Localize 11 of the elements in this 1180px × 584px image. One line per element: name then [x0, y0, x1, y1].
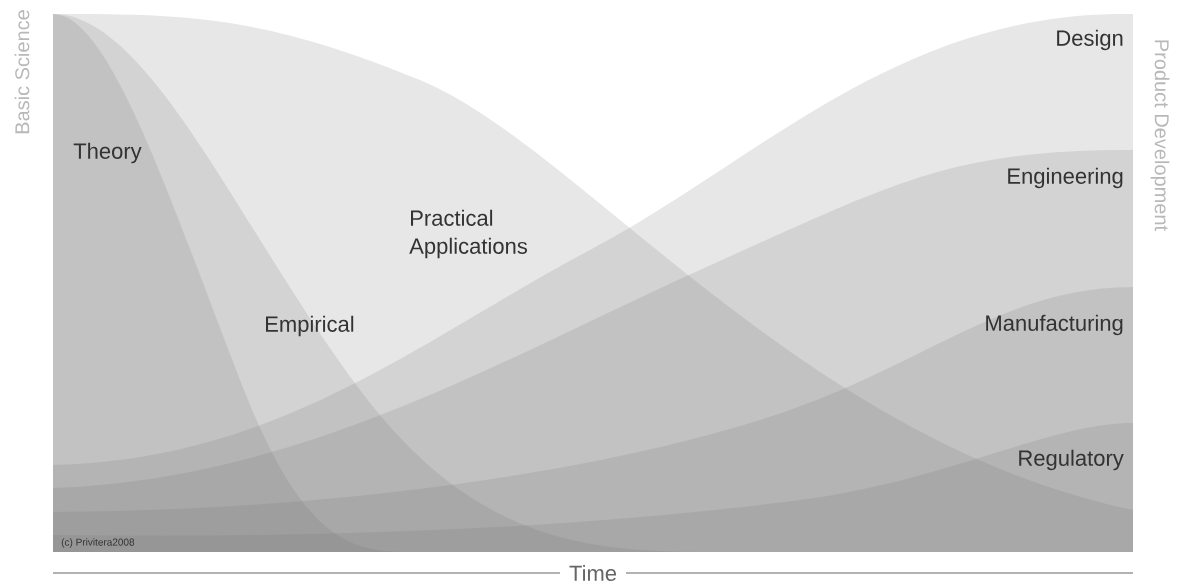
axis-label: Product Development	[1150, 40, 1170, 231]
axis-label: Time	[569, 564, 617, 582]
note: (c) Privitera2008	[61, 538, 135, 548]
area-label: Empirical	[266, 315, 354, 337]
area-label: Engineering	[1008, 167, 1123, 189]
area-label: Manufacturing	[986, 314, 1123, 336]
area-label: Practical Applications	[409, 209, 527, 259]
axis-label: Basic Science	[14, 10, 30, 134]
area-label: Theory	[73, 142, 142, 164]
area-label: Regulatory	[1019, 449, 1124, 471]
area-label: Design	[1057, 29, 1123, 51]
